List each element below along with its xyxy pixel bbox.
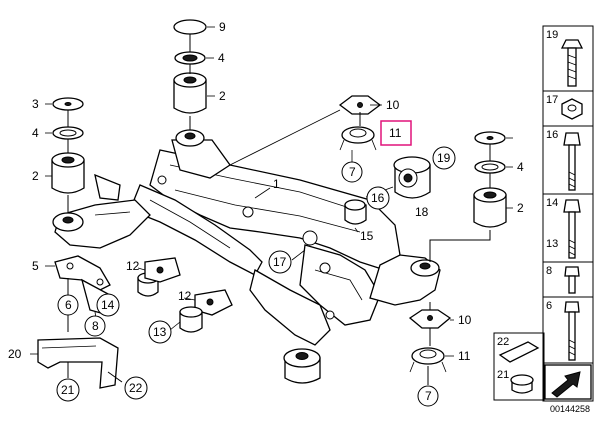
sidebar-label-17: 17 (546, 94, 558, 106)
part-12-mount-left (144, 257, 181, 283)
callout-11-lower: 11 (458, 349, 471, 363)
part-20-heat-shield (37, 337, 119, 389)
sidebar-label-16: 16 (546, 129, 558, 141)
callout-9: 9 (219, 20, 226, 34)
subframe-bushing-top-left (175, 129, 205, 147)
callout-16: 16 (371, 191, 385, 205)
part-18-large-bushing (393, 156, 431, 199)
callout-7-lower: 7 (425, 389, 432, 403)
callout-13: 13 (153, 325, 167, 339)
part-2-rubber-mount-left (51, 152, 85, 194)
callout-4-right-top: 4 (517, 160, 524, 174)
callout-1: 1 (273, 177, 280, 191)
highlight-box-11 (380, 120, 412, 146)
sidebar-label-6: 6 (546, 300, 552, 312)
part-3-washer (52, 97, 84, 111)
part-4-shim-left (52, 126, 84, 140)
part-10-bump-stop-plate-lower (408, 309, 452, 329)
callout-18: 18 (415, 205, 429, 219)
callout-19: 19 (437, 151, 451, 165)
part-2-rubber-mount-top (173, 72, 207, 114)
callout-5: 5 (32, 259, 39, 273)
callout-14: 14 (101, 298, 115, 312)
callout-20: 20 (8, 347, 22, 361)
part-5-bracket-plate (54, 255, 111, 291)
direction-arrow-icon (544, 364, 592, 400)
rear-subframe (54, 139, 441, 346)
part-4-shim-top (174, 51, 206, 65)
callout-10-top: 10 (386, 98, 400, 112)
part-21-plug (510, 374, 534, 394)
callout-2-left: 2 (32, 169, 39, 183)
subframe-bushing-right (410, 259, 440, 277)
sidebar-label-8: 8 (546, 265, 552, 277)
sidebar-label-14: 14 (546, 197, 558, 209)
callout-3: 3 (32, 97, 39, 111)
part-19-flange-bolt (560, 39, 584, 87)
part-17-nut (561, 98, 583, 120)
part-16-small-bushing (344, 199, 367, 225)
sidebar-label-19: 19 (546, 29, 558, 41)
part-4-shim-right (474, 160, 506, 174)
part-11-stop-bracket-lower (409, 347, 447, 373)
callout-22: 22 (129, 381, 143, 395)
callout-7-top: 7 (349, 165, 356, 179)
part-9-washer (173, 19, 207, 35)
callout-15: 15 (360, 229, 374, 243)
subframe-bushing-left (52, 212, 84, 232)
callout-12-lower: 12 (178, 289, 192, 303)
callout-21: 21 (61, 383, 75, 397)
callout-11-highlighted: 11 (389, 126, 402, 140)
callout-8: 8 (92, 319, 99, 333)
callout-12-upper: 12 (126, 259, 140, 273)
sidebar-label-22: 22 (497, 336, 509, 348)
part-6-bolt (564, 301, 580, 361)
part-13-bushing (179, 306, 203, 333)
part-4-shim-right-top (474, 131, 506, 145)
callout-2-right: 2 (517, 201, 524, 215)
part-8-short-bolt (564, 266, 580, 294)
sidebar-label-13: 13 (546, 238, 558, 250)
part-11-stop-bracket (339, 126, 377, 151)
part-22-clip (498, 341, 540, 363)
hardware-sidebar (493, 25, 594, 402)
diagram-number: 00144258 (550, 404, 590, 414)
callout-2-top: 2 (219, 89, 226, 103)
callout-4-top: 4 (218, 51, 225, 65)
callout-4-left: 4 (32, 126, 39, 140)
callout-10-lower: 10 (458, 313, 472, 327)
callout-6: 6 (65, 298, 72, 312)
sidebar-label-21: 21 (497, 369, 509, 381)
callout-17: 17 (273, 255, 287, 269)
part-16-long-bolt (563, 132, 581, 191)
part-2-rubber-mount-right (473, 187, 507, 228)
subframe-bushing-bottom (283, 348, 321, 384)
part-14-bolt (563, 199, 581, 259)
